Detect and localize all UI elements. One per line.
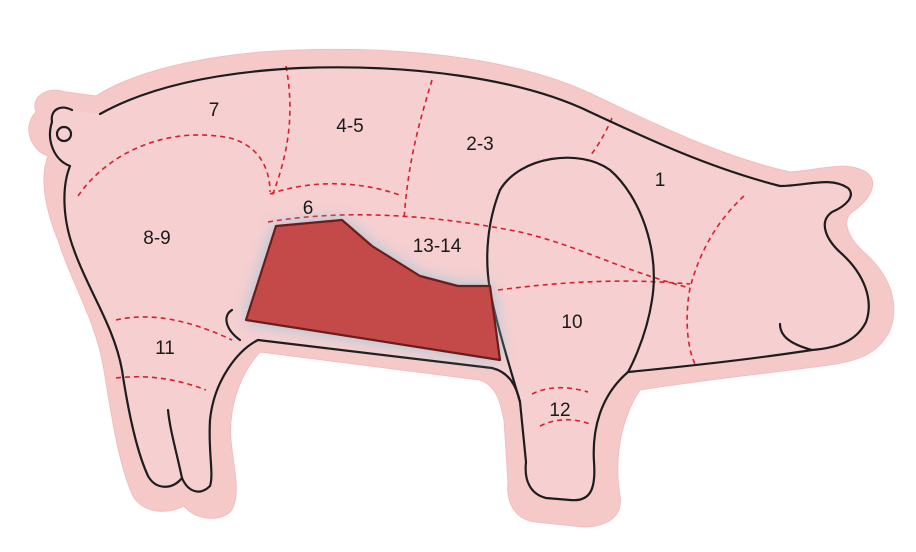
label-12: 12 xyxy=(549,400,570,421)
label-1: 1 xyxy=(655,170,666,191)
label-13-14: 13-14 xyxy=(413,236,462,257)
cut-lines xyxy=(77,65,745,427)
pig-outline xyxy=(48,66,870,502)
highlight-fill xyxy=(244,218,502,362)
label-8-9: 8-9 xyxy=(143,228,170,249)
region-labels: 1 2-3 4-5 6 7 8-9 10 11 12 13-14 xyxy=(143,100,665,421)
pig-body xyxy=(50,67,869,501)
label-2-3: 2-3 xyxy=(466,134,493,155)
highlight-region-13-14[interactable] xyxy=(244,218,502,362)
label-4-5: 4-5 xyxy=(336,116,363,137)
label-7: 7 xyxy=(209,100,220,121)
label-11: 11 xyxy=(155,338,175,359)
label-6: 6 xyxy=(303,198,314,219)
label-10: 10 xyxy=(561,312,582,333)
